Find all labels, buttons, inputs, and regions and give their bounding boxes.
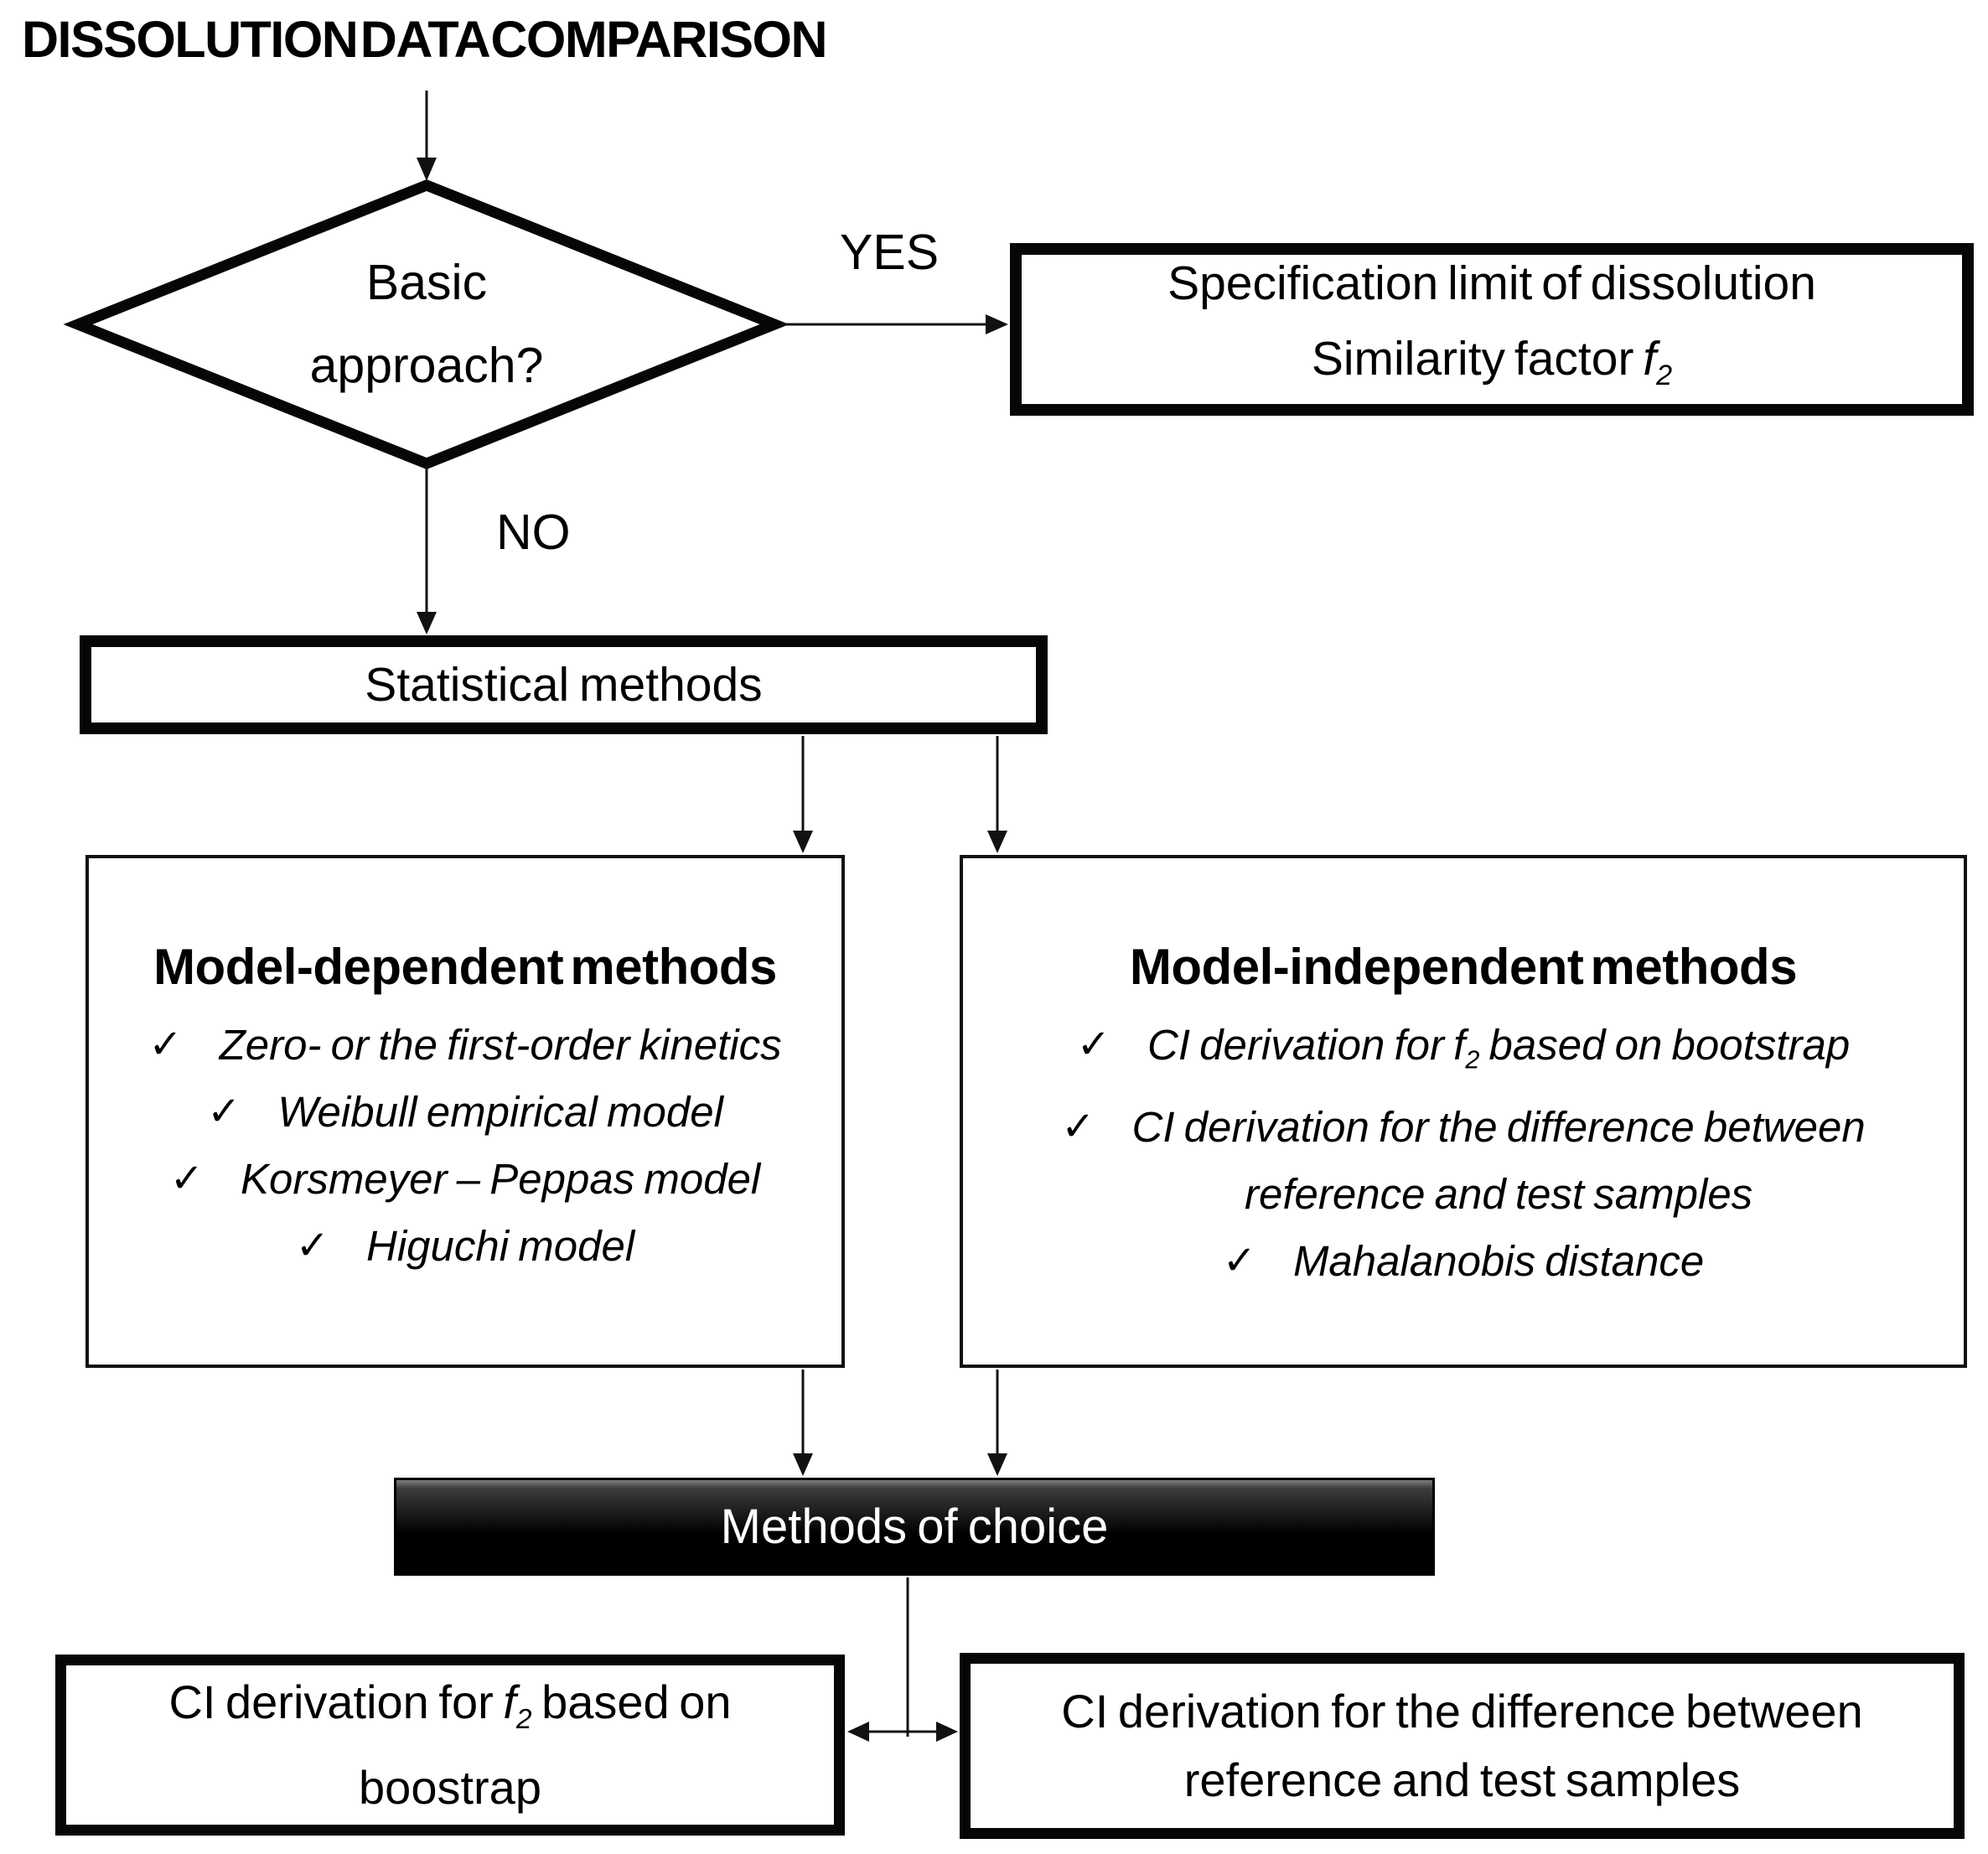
f2-symbol: f [1453,1021,1466,1069]
page-title: DISSOLUTION DATA COMPARISON [22,11,828,68]
spec-line-1: Specification limit of dissolution [1167,256,1816,311]
checkmark-icon: ✓ [295,1224,330,1268]
ci-difference-box: CI derivation for the difference between… [960,1653,1965,1839]
model-independent-header: Model-independent methods [1129,939,1798,995]
double-arrow-between-bottom-boxes [847,1722,958,1742]
methods-of-choice-box: Methods of choice [394,1478,1435,1576]
checkmark-icon: ✓ [148,1023,183,1067]
decision-diamond-label: Basic approach? [196,241,657,407]
ci-difference-line-1: CI derivation for the difference between [1061,1685,1863,1737]
list-item: ✓ CI derivation for f2 based on bootstra… [963,1012,1964,1094]
spec-line-2: Similarity factor f2 [1311,332,1673,391]
model-independent-box: Model-independent methods ✓ CI derivatio… [960,855,1967,1368]
checkmark-icon: ✓ [1061,1104,1095,1149]
checkmark-icon: ✓ [1222,1238,1256,1283]
ci-bootstrap-line-2: boostrap [359,1761,541,1815]
no-branch-label: NO [496,505,571,560]
list-item: ✓ Zero- or the first-order kinetics [89,1012,841,1079]
f2-symbol: f [503,1675,516,1728]
statistical-methods-box: Statistical methods [80,635,1048,734]
ci-difference-line-2: reference and test samples [1183,1753,1741,1806]
list-item: ✓ Weibull empirical model [89,1079,841,1146]
arrow-statistical-to-model-independent [987,736,1007,853]
list-item: ✓ Korsmeyer – Peppas model [89,1146,841,1213]
arrow-diamond-to-spec-box [780,314,1008,334]
decision-diamond [63,179,790,469]
statistical-methods-label: Statistical methods [365,658,763,712]
specification-limit-box: Specification limit of dissolution Simil… [1010,243,1974,416]
arrow-statistical-to-model-dependent [793,736,813,853]
arrow-diamond-to-statistical-box [417,466,437,634]
checkmark-icon: ✓ [169,1157,204,1201]
list-item: ✓ Higuchi model [89,1213,841,1280]
methods-of-choice-label: Methods of choice [720,1499,1109,1554]
list-item: ✓ Mahalanobis distance [963,1228,1964,1295]
model-dependent-box: Model-dependent methods ✓ Zero- or the f… [85,855,845,1368]
model-dependent-items: ✓ Zero- or the first-order kinetics ✓ We… [89,1012,841,1280]
ci-bootstrap-box: CI derivation for f2 based on boostrap [55,1655,845,1836]
model-independent-items: ✓ CI derivation for f2 based on bootstra… [963,1012,1964,1295]
ci-bootstrap-line-1: CI derivation for f2 based on [168,1675,732,1735]
arrow-model-independent-to-choice [987,1370,1007,1476]
arrow-title-to-diamond [417,91,437,181]
decision-line-2: approach? [309,338,544,393]
arrow-model-dependent-to-choice [793,1370,813,1476]
model-dependent-header: Model-dependent methods [153,939,777,995]
list-item: ✓ CI derivation for the difference betwe… [963,1094,1964,1228]
checkmark-icon: ✓ [1076,1023,1110,1067]
checkmark-icon: ✓ [207,1090,241,1134]
decision-line-1: Basic [365,255,488,310]
yes-branch-label: YES [840,225,940,280]
f2-symbol: f [1643,332,1657,386]
